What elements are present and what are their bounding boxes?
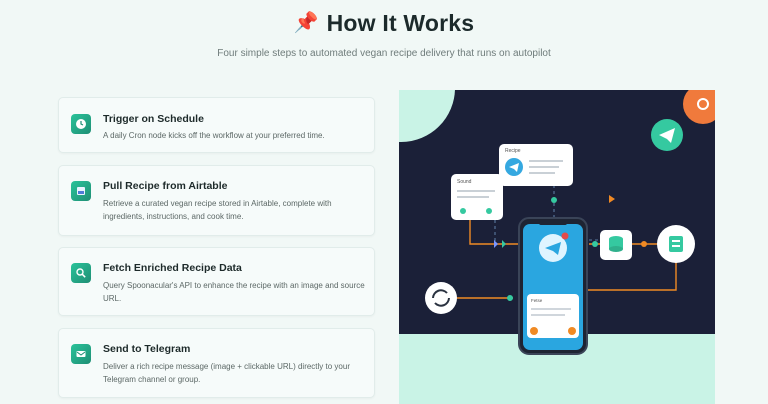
node-dot-left bbox=[507, 295, 513, 301]
arrow-right-top bbox=[609, 195, 615, 203]
pushpin-icon: 📌 bbox=[293, 12, 319, 34]
api-node-line bbox=[672, 240, 680, 242]
sound-card-line bbox=[457, 196, 489, 198]
clock-icon bbox=[71, 114, 91, 134]
database-node-icon bbox=[609, 239, 623, 249]
phone-notch bbox=[539, 221, 567, 225]
phone-card-dot bbox=[568, 327, 576, 335]
phone-card-line bbox=[531, 314, 565, 316]
send-icon bbox=[71, 344, 91, 364]
step-card-spoonacular: Fetch Enriched Recipe Data Query Spoonac… bbox=[58, 247, 375, 316]
node-dot-right bbox=[592, 241, 598, 247]
phone-card-dot bbox=[530, 327, 538, 335]
sound-card-dot bbox=[460, 208, 466, 214]
step-description: Deliver a rich recipe message (image + c… bbox=[103, 362, 350, 384]
database-node-icon bbox=[609, 246, 623, 252]
recipe-card bbox=[499, 144, 573, 186]
notification-badge bbox=[561, 232, 569, 240]
paper-plane-icon bbox=[659, 128, 675, 143]
api-node-line bbox=[672, 245, 680, 247]
refresh-node bbox=[425, 282, 457, 314]
mint-blob bbox=[399, 90, 455, 142]
step-card-airtable: Pull Recipe from Airtable Retrieve a cur… bbox=[58, 165, 375, 236]
magnifier-icon bbox=[71, 263, 91, 283]
node-dot-far-right bbox=[641, 241, 647, 247]
phone-telegram-plane bbox=[545, 242, 561, 255]
page-title: How It Works bbox=[326, 9, 475, 36]
step-description: Query Spoonacular's API to enhance the r… bbox=[103, 281, 365, 303]
refresh-icon bbox=[434, 297, 450, 307]
step-title: Pull Recipe from Airtable bbox=[103, 180, 228, 192]
title-row: 📌 How It Works bbox=[0, 6, 768, 40]
page-subtitle: Four simple steps to automated vegan rec… bbox=[217, 48, 551, 59]
step-title: Send to Telegram bbox=[103, 343, 191, 355]
sound-card-dot bbox=[486, 208, 492, 214]
sound-card-line bbox=[457, 190, 495, 192]
step-card-schedule: Trigger on Schedule A daily Cron node ki… bbox=[58, 97, 375, 153]
recipe-card-line bbox=[529, 172, 555, 174]
step-description: A daily Cron node kicks off the workflow… bbox=[103, 131, 325, 140]
phone-card-line bbox=[531, 308, 571, 310]
node-dot-top bbox=[551, 197, 557, 203]
recipe-card-label: Recipe bbox=[505, 148, 521, 154]
illustration-svg: Recipe Sound Fetse bbox=[399, 90, 715, 404]
step-description: Retrieve a curated vegan recipe stored i… bbox=[103, 199, 332, 221]
workflow-illustration: Recipe Sound Fetse bbox=[399, 90, 715, 404]
refresh-icon bbox=[432, 289, 448, 299]
recipe-card-line bbox=[529, 166, 559, 168]
header: 📌 How It Works Four simple steps to auto… bbox=[0, 0, 768, 60]
database-icon bbox=[71, 181, 91, 201]
recipe-card-line bbox=[529, 160, 563, 162]
arrow-left bbox=[502, 240, 506, 248]
api-node-icon bbox=[669, 236, 683, 252]
recipe-card-plane bbox=[509, 163, 519, 172]
arrow-small bbox=[494, 240, 498, 248]
step-card-telegram: Send to Telegram Deliver a rich recipe m… bbox=[58, 328, 375, 398]
gear-icon bbox=[697, 98, 709, 110]
step-title: Fetch Enriched Recipe Data bbox=[103, 262, 242, 274]
phone-card-label: Fetse bbox=[531, 298, 543, 303]
sound-card-label: Sound bbox=[457, 179, 472, 185]
dashed-connectors bbox=[494, 185, 599, 244]
step-title: Trigger on Schedule bbox=[103, 113, 204, 125]
